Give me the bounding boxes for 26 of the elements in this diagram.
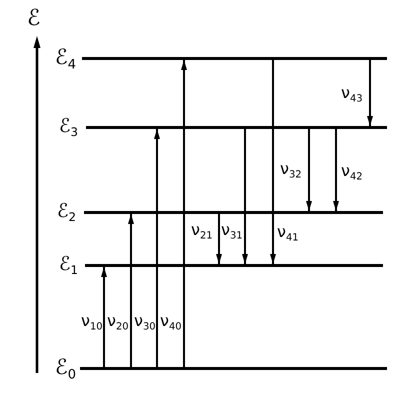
level-label: ℰ$_{1}$ <box>59 254 78 277</box>
transition-arrow <box>216 214 222 264</box>
frequency-label: ν$_{32}$ <box>280 160 302 180</box>
transition-arrow <box>367 60 373 126</box>
frequency-label: ν$_{20}$ <box>107 312 129 332</box>
transition-arrow <box>181 60 187 367</box>
transition-arrow <box>242 129 248 264</box>
transition-arrow <box>128 214 134 367</box>
frequency-label: ν$_{31}$ <box>221 221 243 242</box>
transition-arrow <box>270 60 276 264</box>
axis-label: ℰ <box>27 6 40 32</box>
frequency-label: ν$_{21}$ <box>191 221 213 242</box>
transition-arrow <box>154 129 160 367</box>
level-label: ℰ$_{0}$ <box>55 355 76 382</box>
level-label: ℰ$_{4}$ <box>55 45 76 72</box>
transition-arrow <box>306 129 312 211</box>
transition-arrow <box>101 267 107 367</box>
level-label: ℰ$_{3}$ <box>59 116 78 139</box>
frequency-label: ν$_{41}$ <box>277 223 299 244</box>
frequency-label: ν$_{42}$ <box>341 162 363 182</box>
transition-arrow <box>333 129 339 211</box>
frequency-label: ν$_{10}$ <box>81 312 103 332</box>
level-label: ℰ$_{2}$ <box>57 201 76 224</box>
frequency-label: ν$_{43}$ <box>341 84 363 104</box>
frequency-label: ν$_{40}$ <box>160 312 182 332</box>
frequency-label: ν$_{30}$ <box>134 312 156 332</box>
